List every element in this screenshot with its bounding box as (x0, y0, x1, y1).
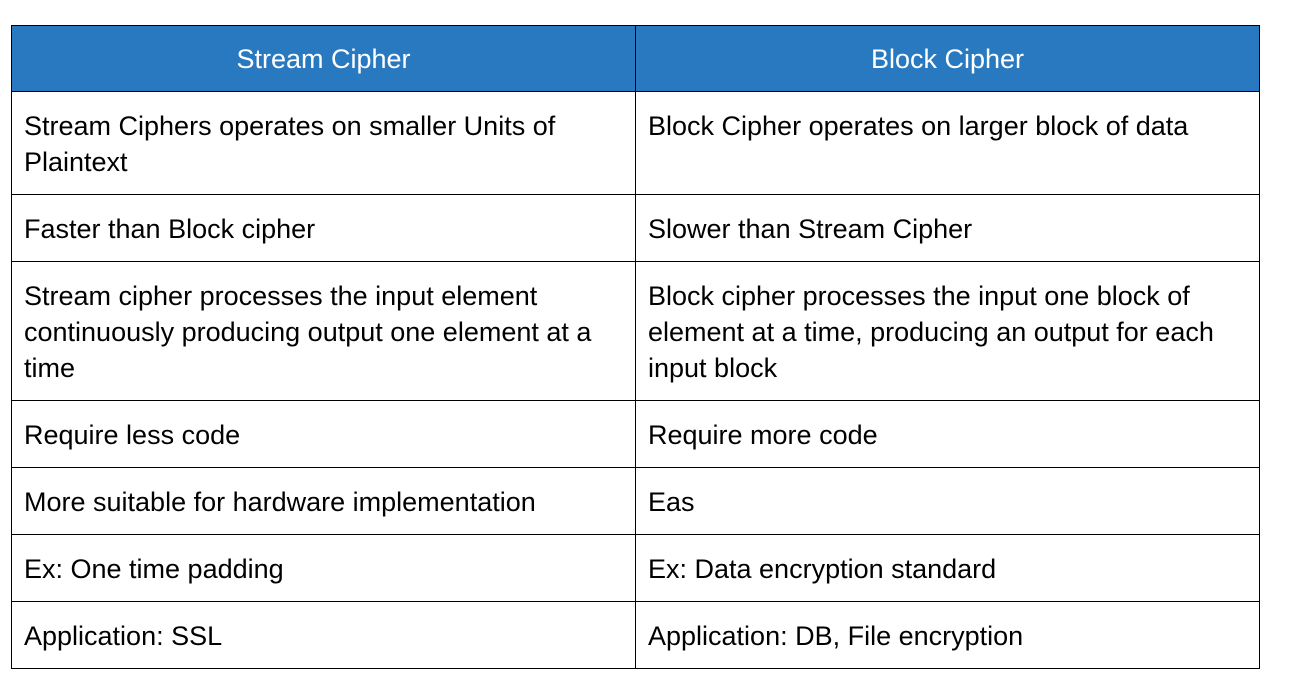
stream-cell: Require less code (11, 400, 636, 468)
block-cell: Block cipher processes the input one blo… (635, 261, 1260, 401)
table-row: Stream Ciphers operates on smaller Units… (11, 91, 1260, 195)
table-row: Faster than Block cipher Slower than Str… (11, 194, 1260, 262)
table-row: Require less code Require more code (11, 400, 1260, 468)
header-stream-cipher: Stream Cipher (11, 25, 636, 92)
block-cell: Slower than Stream Cipher (635, 194, 1260, 262)
table-row: Ex: One time padding Ex: Data encryption… (11, 534, 1260, 602)
stream-cell: Stream cipher processes the input elemen… (11, 261, 636, 401)
stream-cell: Ex: One time padding (11, 534, 636, 602)
comparison-table: Stream Cipher Block Cipher Stream Cipher… (11, 25, 1260, 669)
stream-cell: Faster than Block cipher (11, 194, 636, 262)
header-row: Stream Cipher Block Cipher (11, 25, 1260, 92)
block-cell: Require more code (635, 400, 1260, 468)
stream-cell: Application: SSL (11, 601, 636, 669)
header-block-cipher: Block Cipher (635, 25, 1260, 92)
table-row: Application: SSL Application: DB, File e… (11, 601, 1260, 669)
block-cell: Eas (635, 467, 1260, 535)
table-row: Stream cipher processes the input elemen… (11, 261, 1260, 401)
stream-cell: More suitable for hardware implementatio… (11, 467, 636, 535)
block-cell: Application: DB, File encryption (635, 601, 1260, 669)
block-cell: Block Cipher operates on larger block of… (635, 91, 1260, 195)
table-row: More suitable for hardware implementatio… (11, 467, 1260, 535)
block-cell: Ex: Data encryption standard (635, 534, 1260, 602)
stream-cell: Stream Ciphers operates on smaller Units… (11, 91, 636, 195)
